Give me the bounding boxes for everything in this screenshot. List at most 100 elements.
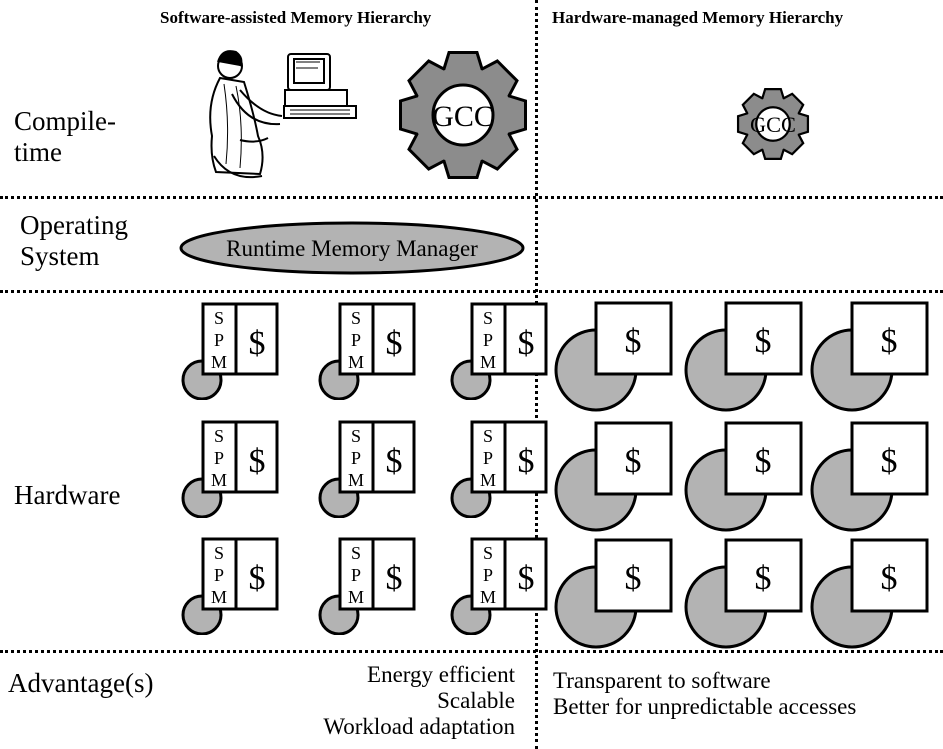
runtime-memory-manager-label: Runtime Memory Manager [226,236,478,261]
spm-core: SPM $ [318,420,416,518]
spm-letter: M [348,470,364,490]
cache-symbol: $ [518,443,535,480]
cache-symbol: $ [518,560,535,597]
spm-letter: S [483,426,493,446]
spm-letter: P [483,448,493,468]
gear-icon: GCC [399,51,527,179]
gcc-label: GCC [750,112,796,137]
advantage-item: Workload adaptation [323,714,515,739]
cache-box [594,538,673,613]
spm-letter: S [483,308,493,328]
cache-core: $ [554,421,673,532]
cache-core: $ [810,421,929,532]
cache-box [724,538,803,613]
cache-box [724,301,803,376]
cache-symbol: $ [881,323,898,360]
cache-symbol: $ [625,443,642,480]
gcc-label: GCC [432,100,494,133]
spm-letter: M [348,352,364,372]
spm-letter: S [214,308,224,328]
spm-core: SPM $ [181,302,279,400]
programmer-at-computer-icon [209,50,357,178]
memory-box [201,537,279,611]
cache-box [850,301,929,376]
memory-box [201,302,279,376]
gear-icon: GCC [736,87,810,161]
cache-core: $ [810,301,929,412]
spm-letter: P [351,565,361,585]
cache-core: $ [684,421,803,532]
cache-symbol: $ [386,325,403,362]
cache-core: $ [810,538,929,649]
spm-letter: P [214,448,224,468]
cache-core: $ [684,301,803,412]
hardware-advantages: Transparent to software Better for unpre… [553,668,856,720]
spm-letter: S [351,308,361,328]
memory-box [201,420,279,494]
spm-letter: M [348,587,364,607]
software-advantages: Energy efficient Scalable Workload adapt… [323,662,515,740]
row-divider-os [0,196,943,199]
spm-core: SPM $ [450,302,548,400]
cache-symbol: $ [755,560,772,597]
spm-letter: M [480,587,496,607]
memory-box [338,302,416,376]
spm-letter: S [351,543,361,563]
cache-symbol: $ [755,323,772,360]
row-label-advantages: Advantage(s) [8,668,154,698]
memory-box [470,420,548,494]
memory-box [338,537,416,611]
cache-box [850,538,929,613]
cache-symbol: $ [625,560,642,597]
spm-letter: P [214,565,224,585]
cache-symbol: $ [755,443,772,480]
cache-symbol: $ [249,325,266,362]
cache-core: $ [684,538,803,649]
spm-letter: M [480,352,496,372]
cache-symbol: $ [249,560,266,597]
spm-letter: P [351,448,361,468]
spm-core: SPM $ [450,537,548,635]
advantage-item: Scalable [437,688,515,713]
runtime-memory-manager: Runtime Memory Manager [179,221,525,275]
row-label-compile-time: Compile- time [14,106,116,167]
cache-box [594,421,673,496]
spm-letter: S [351,426,361,446]
cache-symbol: $ [249,443,266,480]
spm-letter: M [211,587,227,607]
spm-core: SPM $ [450,420,548,518]
row-divider-advantages [0,650,943,653]
spm-core: SPM $ [181,420,279,518]
spm-letter: P [214,330,224,350]
spm-core: SPM $ [181,537,279,635]
advantage-item: Better for unpredictable accesses [553,694,857,719]
spm-letter: P [483,565,493,585]
spm-letter: P [483,330,493,350]
cache-box [724,421,803,496]
cache-symbol: $ [518,325,535,362]
row-label-hardware: Hardware [14,480,121,510]
memory-box [338,420,416,494]
cache-box [850,421,929,496]
spm-core: SPM $ [318,537,416,635]
spm-letter: S [214,543,224,563]
spm-letter: M [211,352,227,372]
cache-symbol: $ [625,323,642,360]
spm-letter: S [214,426,224,446]
cache-symbol: $ [386,443,403,480]
cache-symbol: $ [386,560,403,597]
advantage-item: Transparent to software [553,668,771,693]
hardware-column-header: Hardware-managed Memory Hierarchy [552,8,844,27]
software-column-header: Software-assisted Memory Hierarchy [160,8,432,27]
spm-letter: M [480,470,496,490]
memory-box [470,302,548,376]
spm-letter: M [211,470,227,490]
row-divider-hardware [0,290,943,293]
cache-symbol: $ [881,560,898,597]
cache-core: $ [554,538,673,649]
cache-symbol: $ [881,443,898,480]
spm-core: SPM$ [318,302,416,400]
spm-letter: S [483,543,493,563]
row-label-operating-system: Operating System [20,210,128,271]
